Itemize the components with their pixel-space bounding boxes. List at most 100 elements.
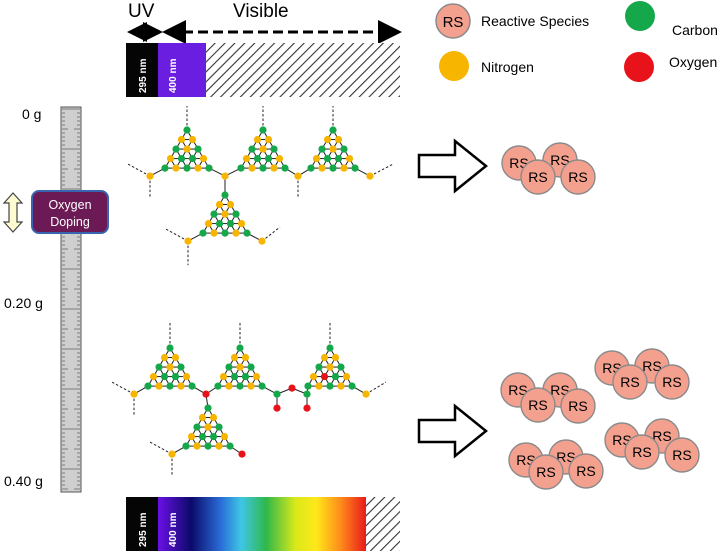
atom: [188, 154, 197, 163]
atom: [215, 423, 223, 431]
atom: [303, 404, 311, 412]
atom: [236, 382, 244, 390]
atom: [334, 135, 343, 144]
dangling-bond: [365, 381, 387, 395]
band-295-label: 295 nm: [138, 58, 149, 93]
atom: [264, 135, 273, 144]
atom: [241, 372, 250, 381]
atom: [351, 164, 359, 172]
atom: [166, 154, 175, 163]
band-295-block: [126, 43, 158, 97]
atom: [215, 200, 224, 209]
atom: [318, 145, 326, 153]
atom: [273, 404, 281, 412]
atom: [337, 363, 345, 371]
rs-circle: [520, 159, 556, 195]
double-arrow-icon: [2, 192, 24, 233]
rs-text: RS: [662, 374, 681, 390]
atom: [210, 229, 218, 237]
atom: [188, 135, 197, 144]
atom: [345, 154, 354, 163]
rs-circle: [528, 454, 564, 490]
oxygen-doping-indicator: Oxygen Doping: [2, 190, 109, 234]
rs-circle: [654, 364, 690, 400]
doping-line2: Doping: [50, 215, 90, 229]
rs-text: RS: [528, 397, 547, 413]
atom: [331, 353, 340, 362]
atom: [303, 390, 311, 398]
atom: [237, 219, 246, 228]
atom: [259, 145, 267, 153]
atom: [198, 432, 207, 441]
legend: RS Reactive Species Carbon Nitrogen Oxyg…: [435, 1, 718, 82]
atom: [326, 363, 334, 371]
atom: [288, 384, 296, 392]
atom: [184, 237, 192, 245]
atom: [320, 353, 329, 362]
rs-text: RS: [632, 444, 651, 460]
atom: [193, 423, 201, 431]
dangling-bond: [165, 228, 189, 242]
atom: [275, 154, 284, 163]
block-arrow-top: [417, 138, 488, 194]
atom: [187, 432, 196, 441]
rs-text: RS: [550, 382, 569, 398]
legend-rs-token: RS: [443, 14, 464, 31]
atom: [198, 413, 207, 422]
atom: [210, 210, 218, 218]
legend-nitrogen: Nitrogen: [481, 59, 534, 75]
legend-carbon: Carbon: [672, 22, 718, 38]
atom: [166, 382, 174, 390]
atom: [242, 154, 251, 163]
legend-nitrogen-swatch: [439, 51, 469, 81]
atom: [329, 126, 337, 134]
rs-text: RS: [672, 447, 691, 463]
atom: [177, 135, 186, 144]
atom: [259, 164, 267, 172]
atom: [253, 154, 262, 163]
rs-text: RS: [508, 382, 527, 398]
atom: [334, 154, 343, 163]
atom: [331, 372, 340, 381]
dangling-bond: [111, 381, 135, 395]
atom: [366, 172, 374, 180]
rs-text: RS: [556, 449, 575, 465]
atom: [270, 145, 278, 153]
atom: [215, 442, 223, 450]
rs-circle: [560, 159, 596, 195]
atom: [232, 210, 240, 218]
atom: [172, 164, 180, 172]
atom: [236, 363, 244, 371]
atom: [241, 353, 250, 362]
rs-text: RS: [536, 464, 555, 480]
atom: [329, 164, 337, 172]
rs-text: RS: [568, 169, 587, 185]
visible-label: Visible: [233, 1, 289, 22]
atom: [320, 372, 329, 381]
atom: [177, 382, 185, 390]
band-400-label-doped: 400 nm: [168, 512, 179, 547]
atom: [155, 382, 163, 390]
atom: [312, 154, 321, 163]
atom: [225, 363, 233, 371]
atom: [209, 432, 218, 441]
atom: [238, 450, 246, 458]
atom: [337, 382, 345, 390]
atom: [220, 432, 229, 441]
legend-oxygen-swatch: [624, 52, 654, 82]
atom: [248, 164, 256, 172]
atom: [248, 145, 256, 153]
legend-carbon-swatch: [625, 1, 655, 31]
atom: [323, 154, 332, 163]
atom: [166, 344, 174, 352]
spectrum-bar-undoped: 295 nm 400 nm: [126, 43, 400, 97]
atom: [264, 154, 273, 163]
atom: [340, 164, 348, 172]
atom: [304, 382, 312, 390]
atom: [215, 219, 224, 228]
